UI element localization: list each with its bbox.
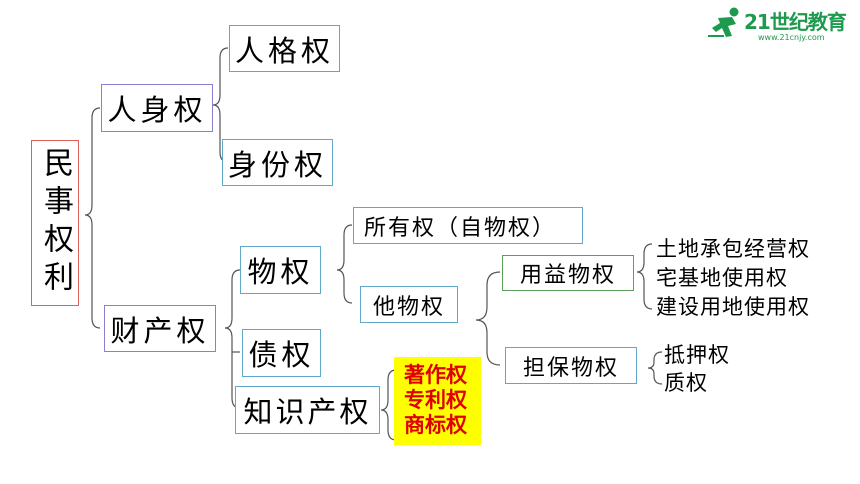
node-creditor-label: 债权 [248,338,315,372]
logo-url: www.21cnjy.com [758,33,825,42]
bracket-usufruct [636,243,653,310]
logo-name: 21世纪教育 [744,10,847,34]
runner-icon [708,7,739,37]
node-ownership: 所有权（自物权） [353,207,583,244]
ip-items-highlight: 著作权 专利权 商标权 [394,357,481,445]
node-security-label: 担保物权 [522,355,619,381]
ip-item: 商标权 [404,412,467,437]
security-items: 抵押权 质权 [664,341,730,397]
node-other-real: 他物权 [360,286,458,323]
node-identity-label: 身份权 [227,147,327,182]
node-usufruct-label: 用益物权 [519,263,616,288]
node-personality-label: 人格权 [234,33,334,68]
node-real-right-label: 物权 [247,255,314,289]
ip-item: 著作权 [404,362,467,387]
usufruct-item: 宅基地使用权 [656,266,788,290]
logo: 21世纪教育 www.21cnjy.com [706,6,856,50]
bracket-personal [212,47,229,163]
security-item: 抵押权 [664,343,730,367]
bracket-ip [380,369,397,441]
node-other-real-label: 他物权 [372,294,445,320]
node-ip: 知识产权 [235,386,380,434]
bracket-root [84,107,101,329]
node-usufruct: 用益物权 [502,255,634,291]
usufruct-items: 土地承包经营权 宅基地使用权 建设用地使用权 [656,235,810,322]
node-real-right: 物权 [240,246,321,294]
bracket-real [336,224,353,304]
node-personal: 人身权 [101,84,213,132]
usufruct-item: 建设用地使用权 [656,295,810,319]
node-personal-label: 人身权 [107,93,207,127]
bracket-property [224,269,241,409]
root-label: 民事权利 [38,147,73,299]
ip-item: 专利权 [404,387,467,412]
node-creditor: 债权 [242,329,321,377]
bracket-other [475,271,501,366]
root-node: 民事权利 [31,140,79,306]
node-identity: 身份权 [222,139,333,186]
node-property-label: 财产权 [110,313,210,348]
security-item: 质权 [664,371,708,395]
bracket-security [647,351,663,385]
node-property: 财产权 [104,305,216,352]
node-personality: 人格权 [229,25,340,72]
node-ip-label: 知识产权 [243,395,372,429]
node-security: 担保物权 [505,347,637,384]
node-ownership-label: 所有权（自物权） [364,215,557,241]
usufruct-item: 土地承包经营权 [656,237,810,261]
